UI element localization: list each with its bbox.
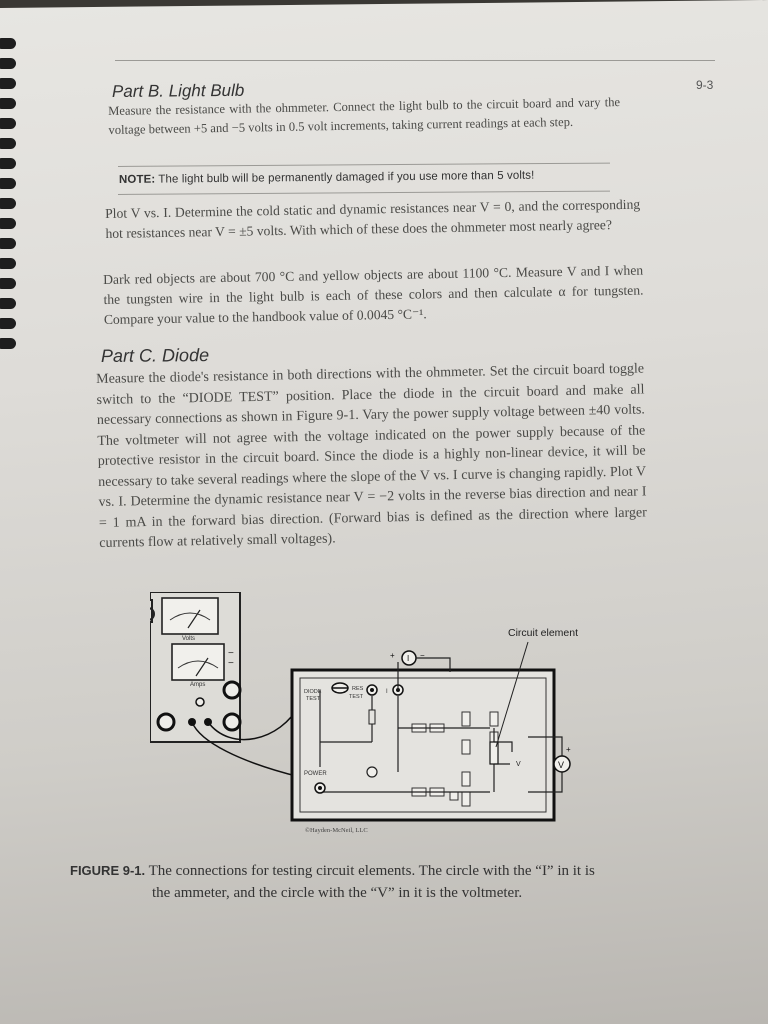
circuit-element-label: Circuit element bbox=[508, 627, 578, 639]
meter-minus-1: − bbox=[228, 648, 234, 659]
caption-label: FIGURE 9-1. bbox=[70, 863, 146, 878]
part-b-tungsten-paragraph: Dark red objects are about 700 °C and ye… bbox=[103, 262, 644, 327]
knob-small bbox=[195, 697, 205, 707]
caption-line-1: The connections for testing circuit elem… bbox=[148, 863, 595, 879]
circuit-board bbox=[290, 668, 556, 822]
circuit-element-pointer bbox=[495, 641, 529, 748]
ammeter-i: I bbox=[407, 654, 409, 663]
amps-label: Amps bbox=[190, 682, 205, 688]
knob-left bbox=[156, 712, 176, 732]
note-rule-top bbox=[117, 162, 610, 167]
power-label: POWER bbox=[304, 771, 327, 777]
voltmeter-symbol bbox=[553, 755, 571, 773]
volts-label: Volts bbox=[182, 636, 195, 642]
page-number: 9-3 bbox=[696, 78, 714, 92]
protective-resistor bbox=[368, 709, 376, 725]
svg-text:V: V bbox=[516, 761, 521, 768]
voltmeter-v: V bbox=[558, 760, 564, 770]
note-rule-bottom bbox=[117, 190, 610, 195]
figure-caption: FIGURE 9-1. The connections for testing … bbox=[70, 860, 670, 904]
spiral-binding bbox=[0, 0, 24, 420]
copyright-text: ©Hayden-McNeil, LLC bbox=[305, 827, 368, 834]
part-b-intro: Measure the resistance with the ohmmeter… bbox=[108, 95, 621, 137]
top-rule bbox=[115, 60, 715, 61]
note-text: The light bulb will be permanently damag… bbox=[158, 169, 535, 186]
svg-text:TEST: TEST bbox=[306, 696, 321, 702]
caption-line-2: the ammeter, and the circle with the “V”… bbox=[152, 885, 523, 901]
part-c-heading: Part C. Diode bbox=[100, 345, 210, 366]
figure-9-1-diagram: Volts Amps − − DIODE TEST RES TEST I bbox=[150, 592, 578, 834]
svg-text:−: − bbox=[420, 651, 425, 660]
meter-minus-2: − bbox=[228, 658, 234, 669]
note-label: NOTE: bbox=[118, 173, 156, 186]
knob-right-top bbox=[222, 680, 242, 700]
warning-note: NOTE: The light bulb will be permanently… bbox=[119, 170, 535, 186]
ammeter-dial bbox=[171, 643, 225, 681]
power-terminal bbox=[366, 766, 378, 778]
svg-text:TEST: TEST bbox=[349, 694, 364, 700]
board-wiring bbox=[319, 690, 399, 772]
part-c-paragraph: Measure the diode's resistance in both d… bbox=[96, 361, 647, 551]
svg-text:+: + bbox=[390, 651, 395, 660]
svg-text:I: I bbox=[386, 689, 388, 695]
diode-test-label: DIODE bbox=[304, 689, 322, 695]
knob-right-bottom bbox=[222, 712, 242, 732]
res-test-label: RES bbox=[352, 686, 364, 692]
svg-text:+: + bbox=[566, 745, 571, 754]
part-b-heading: Part B. Light Bulb bbox=[111, 80, 245, 101]
part-b-plot-paragraph: Plot V vs. I. Determine the cold static … bbox=[105, 196, 641, 241]
voltmeter-dial bbox=[161, 597, 219, 635]
